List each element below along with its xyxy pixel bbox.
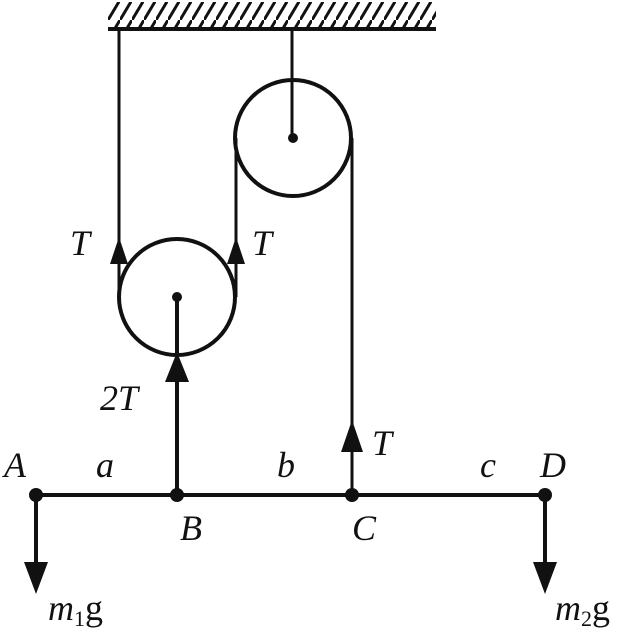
label-A: A [2, 445, 27, 485]
label-2T: 2T [100, 378, 141, 418]
fixed-pulley [233, 78, 353, 198]
label-C: C [352, 508, 377, 548]
label-B: B [180, 508, 202, 548]
label-D: D [539, 445, 566, 485]
label-T-right: T [252, 223, 275, 263]
rod-B-force-arrow [165, 300, 189, 495]
label-T-left: T [70, 223, 93, 263]
weight-arrow-m2 [533, 495, 557, 594]
weight-arrow-m1 [24, 495, 48, 594]
label-m1g: m1g [48, 588, 103, 631]
label-m2g: m2g [555, 588, 610, 631]
point-C [345, 488, 359, 502]
tension-arrow-left [110, 237, 128, 264]
tension-arrow-C [341, 420, 363, 452]
tension-arrow-right [227, 237, 245, 264]
label-a: a [96, 445, 114, 485]
label-b: b [277, 445, 295, 485]
label-c: c [480, 445, 496, 485]
point-B [170, 488, 184, 502]
ceiling [108, 2, 436, 31]
label-T-C: T [372, 423, 395, 463]
